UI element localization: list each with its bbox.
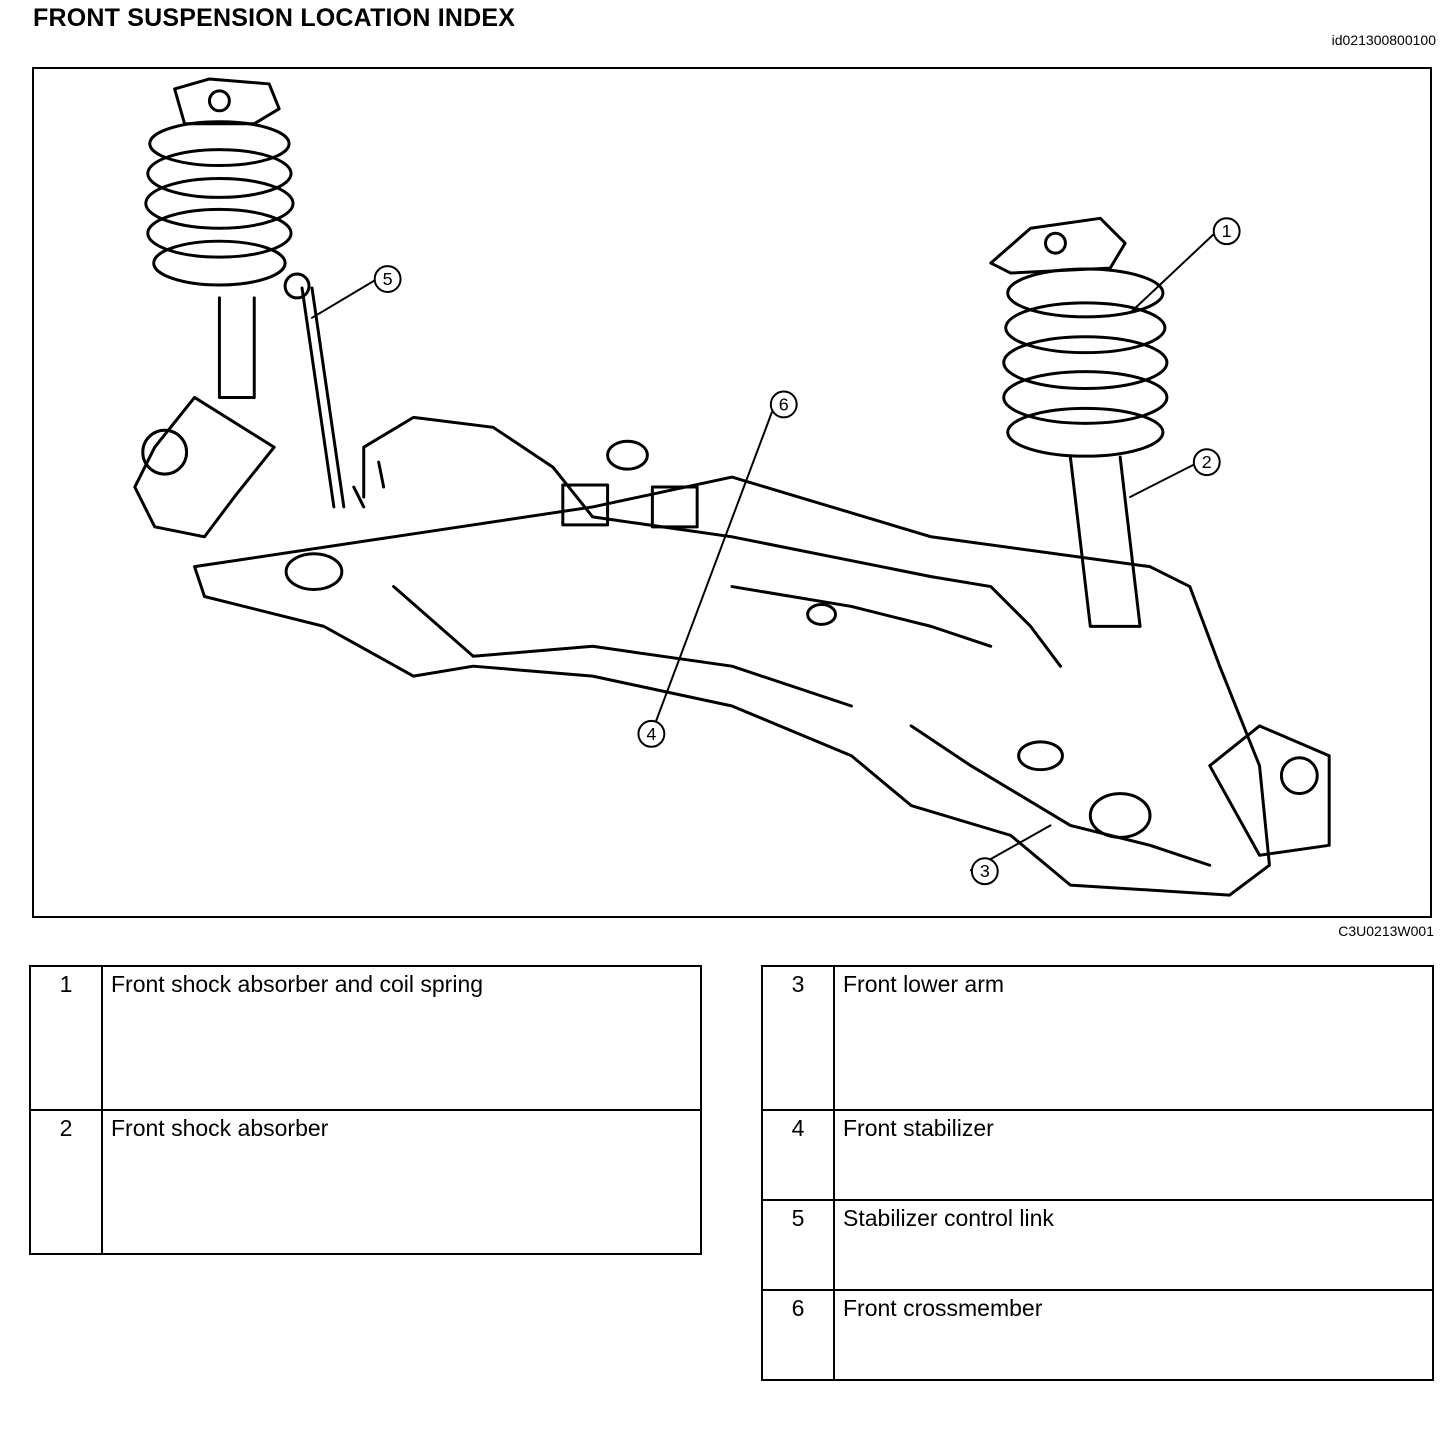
legend-row: 5 Stabilizer control link [761,1199,1434,1291]
right-strut-drawing [989,216,1331,857]
legend-number: 2 [29,1109,103,1255]
callout-5-label: 5 [383,269,393,289]
callout-2 [1192,448,1221,477]
suspension-illustration: 1 2 3 4 5 6 [32,67,1432,918]
leader-lines [310,232,1216,872]
legend-label: Front shock absorber [101,1109,702,1255]
callout-3-label: 3 [980,861,990,881]
callout-4 [637,719,666,748]
legend-table-right: 3 Front lower arm 4 Front stabilizer 5 S… [761,965,1434,1381]
legend-row: 1 Front shock absorber and coil spring [29,965,702,1111]
callout-6-label: 6 [779,394,789,414]
legend-row: 3 Front lower arm [761,965,1434,1111]
page-title: FRONT SUSPENSION LOCATION INDEX [33,4,516,32]
legend-number: 5 [761,1199,835,1291]
legend-row: 6 Front crossmember [761,1289,1434,1381]
callout-1 [1212,217,1241,246]
legend-label: Front shock absorber and coil spring [101,965,702,1111]
legend-label: Front lower arm [833,965,1434,1111]
callout-2-label: 2 [1202,452,1212,472]
callout-6 [769,390,798,419]
figure-code: C3U0213W001 [1338,923,1434,939]
legend-number: 1 [29,965,103,1111]
callout-3 [970,857,999,886]
legend-label: Stabilizer control link [833,1199,1434,1291]
legend-number: 6 [761,1289,835,1381]
legend-number: 4 [761,1109,835,1201]
legend-label: Front stabilizer [833,1109,1434,1201]
legend-table-left: 1 Front shock absorber and coil spring 2… [29,965,702,1255]
legend-row: 2 Front shock absorber [29,1109,702,1255]
callout-markers [373,217,1241,886]
stabilizer-drawing [283,272,1062,668]
callout-1-label: 1 [1222,221,1232,241]
callout-5 [373,265,402,293]
crossmember-drawing [193,439,1271,897]
legend-number: 3 [761,965,835,1111]
legend-label: Front crossmember [833,1289,1434,1381]
legend-row: 4 Front stabilizer [761,1109,1434,1201]
document-id: id021300800100 [1331,32,1436,48]
callout-4-label: 4 [646,724,656,744]
left-strut-drawing [133,77,295,539]
